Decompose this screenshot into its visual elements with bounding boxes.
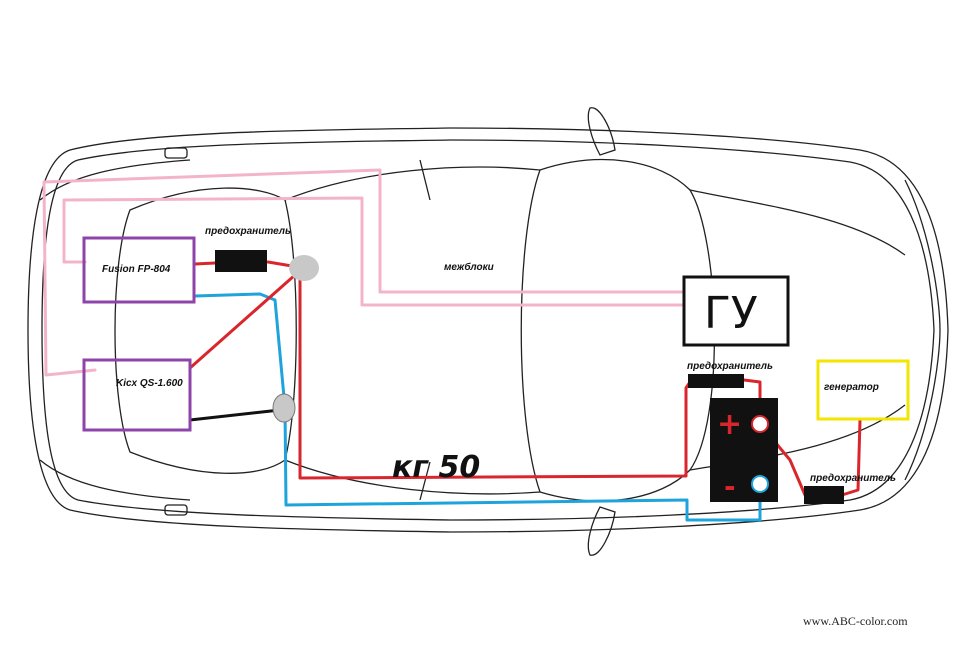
ground-distribution-block (272, 393, 296, 423)
fuse-generator (804, 486, 844, 504)
battery: + - (710, 398, 778, 503)
mirror-top (587, 107, 616, 156)
roof-line-top (284, 166, 541, 201)
amplifier-fusion-label: Fusion FP-804 (102, 264, 171, 275)
roof-line-bottom (284, 459, 541, 495)
car-body (27, 127, 949, 533)
ground-wires (193, 292, 762, 522)
trunk-line-top (39, 159, 191, 201)
fuse-amp-label: предохранитель (205, 226, 291, 237)
fuse-battery-label: предохранитель (687, 361, 773, 372)
car-outline (27, 107, 949, 556)
ground-wire-amp1 (193, 292, 287, 410)
amplifier-kicx-label: Kicx QS-1.600 (116, 378, 183, 389)
rear-lamp-top (164, 147, 188, 159)
watermark: www.ABC-color.com (803, 614, 908, 628)
battery-negative-terminal (751, 475, 769, 493)
generator (816, 359, 910, 421)
battery-plus-sign: + (717, 407, 742, 442)
ground-wire-amp2 (188, 408, 282, 422)
power-wire-main (298, 273, 692, 480)
hood-line-top (689, 189, 906, 256)
fuse-amp (215, 250, 267, 272)
mirror-bottom (587, 506, 616, 556)
front-bumper (904, 179, 941, 481)
power-distribution-block (289, 255, 319, 281)
head-unit (682, 275, 790, 347)
rear-lamp-bottom (164, 504, 188, 516)
power-wire-amp1 (193, 261, 217, 266)
power-wire-amp2 (188, 273, 297, 370)
rca-cables (42, 168, 684, 377)
car-body-inner (41, 139, 935, 521)
battery-minus-sign: - (724, 470, 736, 503)
power-wire-fuse-dist (266, 260, 294, 268)
windshield (520, 159, 716, 502)
cable-gauge-label: кг 50 (392, 450, 480, 485)
amplifier-fusion (82, 236, 196, 304)
door-line-top (419, 159, 431, 501)
fuse-generator-label: предохранитель (810, 473, 896, 484)
head-unit-label: ГУ (704, 288, 758, 339)
battery-positive-terminal (751, 415, 769, 433)
amplifier-kicx (82, 358, 192, 432)
generator-label: генератор (824, 382, 879, 393)
rca-cable-inner (62, 196, 684, 307)
interconnect-label: межблоки (444, 261, 494, 273)
trunk-line-bottom (39, 459, 191, 501)
ground-wire-main (283, 406, 762, 522)
fuse-battery (688, 374, 744, 388)
rca-cable-outer (42, 168, 684, 377)
